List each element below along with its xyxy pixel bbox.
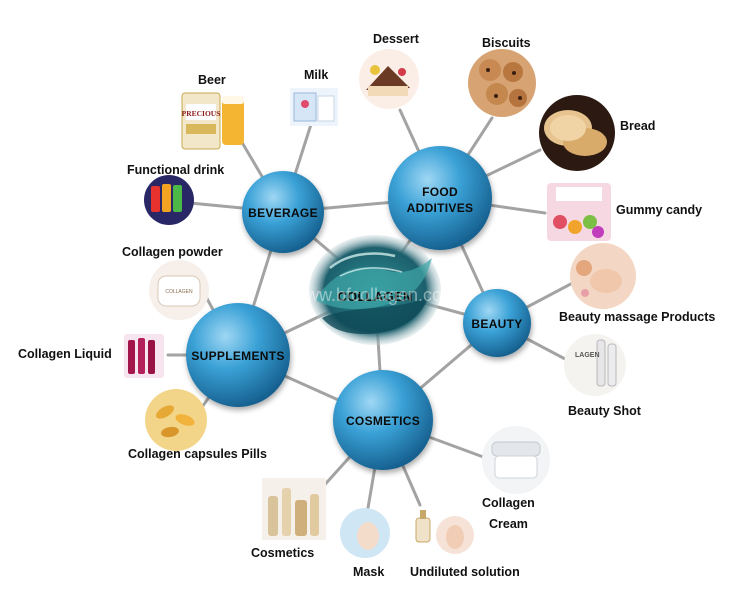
hub-label-additives: ADDITIVES: [406, 201, 474, 216]
cosmetics-item-image: [262, 478, 326, 540]
mask-image: [340, 508, 390, 558]
label-undiluted-solution: Undiluted solution: [410, 565, 520, 579]
biscuits-image: [468, 49, 536, 117]
hub-label-food-additives: FOOD ADDITIVES: [395, 184, 485, 216]
label-collagen-cream-line2: Cream: [489, 517, 528, 532]
powder-tub-print: COLLAGEN: [165, 289, 193, 295]
label-mask: Mask: [353, 565, 385, 579]
label-capsules-pills: Collagen capsules Pills: [128, 447, 267, 461]
label-beauty-shot: Beauty Shot: [568, 404, 641, 418]
beauty-shot-box-print: LAGEN: [575, 352, 600, 359]
capsules-image: [145, 389, 207, 451]
hub-cosmetics: [333, 370, 433, 470]
label-cosmetics-item: Cosmetics: [251, 546, 315, 560]
hub-food-additives: [388, 146, 492, 250]
beauty-massage-image: [570, 243, 636, 309]
milk-image: [290, 88, 338, 126]
undiluted-solution-image: [415, 510, 474, 554]
label-beauty-massage: Beauty massage Products: [559, 310, 716, 324]
beer-can-print: PRECIOUS: [182, 109, 221, 118]
collagen-wave-image: [309, 235, 441, 345]
hub-supplements: [186, 303, 290, 407]
center-label: COLLAGEN: [337, 289, 413, 304]
label-biscuits: Biscuits: [482, 36, 531, 50]
label-functional-drink: Functional drink: [127, 163, 225, 177]
collagen-liquid-image: [124, 334, 164, 378]
hub-beauty: [463, 289, 531, 357]
hub-label-beverage: BEVERAGE: [248, 206, 318, 220]
gummy-candy-image: [547, 183, 611, 241]
hub-beverage: [242, 171, 324, 253]
hub-spheres: [186, 146, 531, 470]
collagen-cream-image: [482, 426, 550, 494]
hub-label-cosmetics: COSMETICS: [345, 414, 421, 428]
label-beer: Beer: [198, 73, 226, 87]
bread-image: [539, 95, 615, 171]
collagen-powder-image: COLLAGEN: [149, 260, 209, 320]
label-collagen-cream-line1: Collagen: [482, 496, 535, 510]
hub-label-supplements: SUPPLEMENTS: [191, 349, 285, 363]
label-dessert: Dessert: [373, 32, 419, 46]
label-collagen-liquid: Collagen Liquid: [18, 347, 112, 361]
label-collagen-powder: Collagen powder: [122, 245, 223, 259]
label-gummy-candy: Gummy candy: [616, 203, 703, 217]
beauty-shot-image: LAGEN: [564, 334, 626, 396]
hub-label-beauty: BEAUTY: [471, 317, 523, 331]
beer-image: PRECIOUS: [181, 92, 244, 150]
hub-label-food: FOOD: [422, 185, 458, 199]
dessert-image: [359, 49, 419, 109]
functional-drink-image: [144, 175, 194, 225]
label-milk: Milk: [304, 68, 329, 82]
label-collagen-cream: Collagen Cream: [482, 493, 535, 536]
label-bread: Bread: [620, 119, 656, 133]
watermark: www.bfcollagen.com: [292, 285, 458, 305]
